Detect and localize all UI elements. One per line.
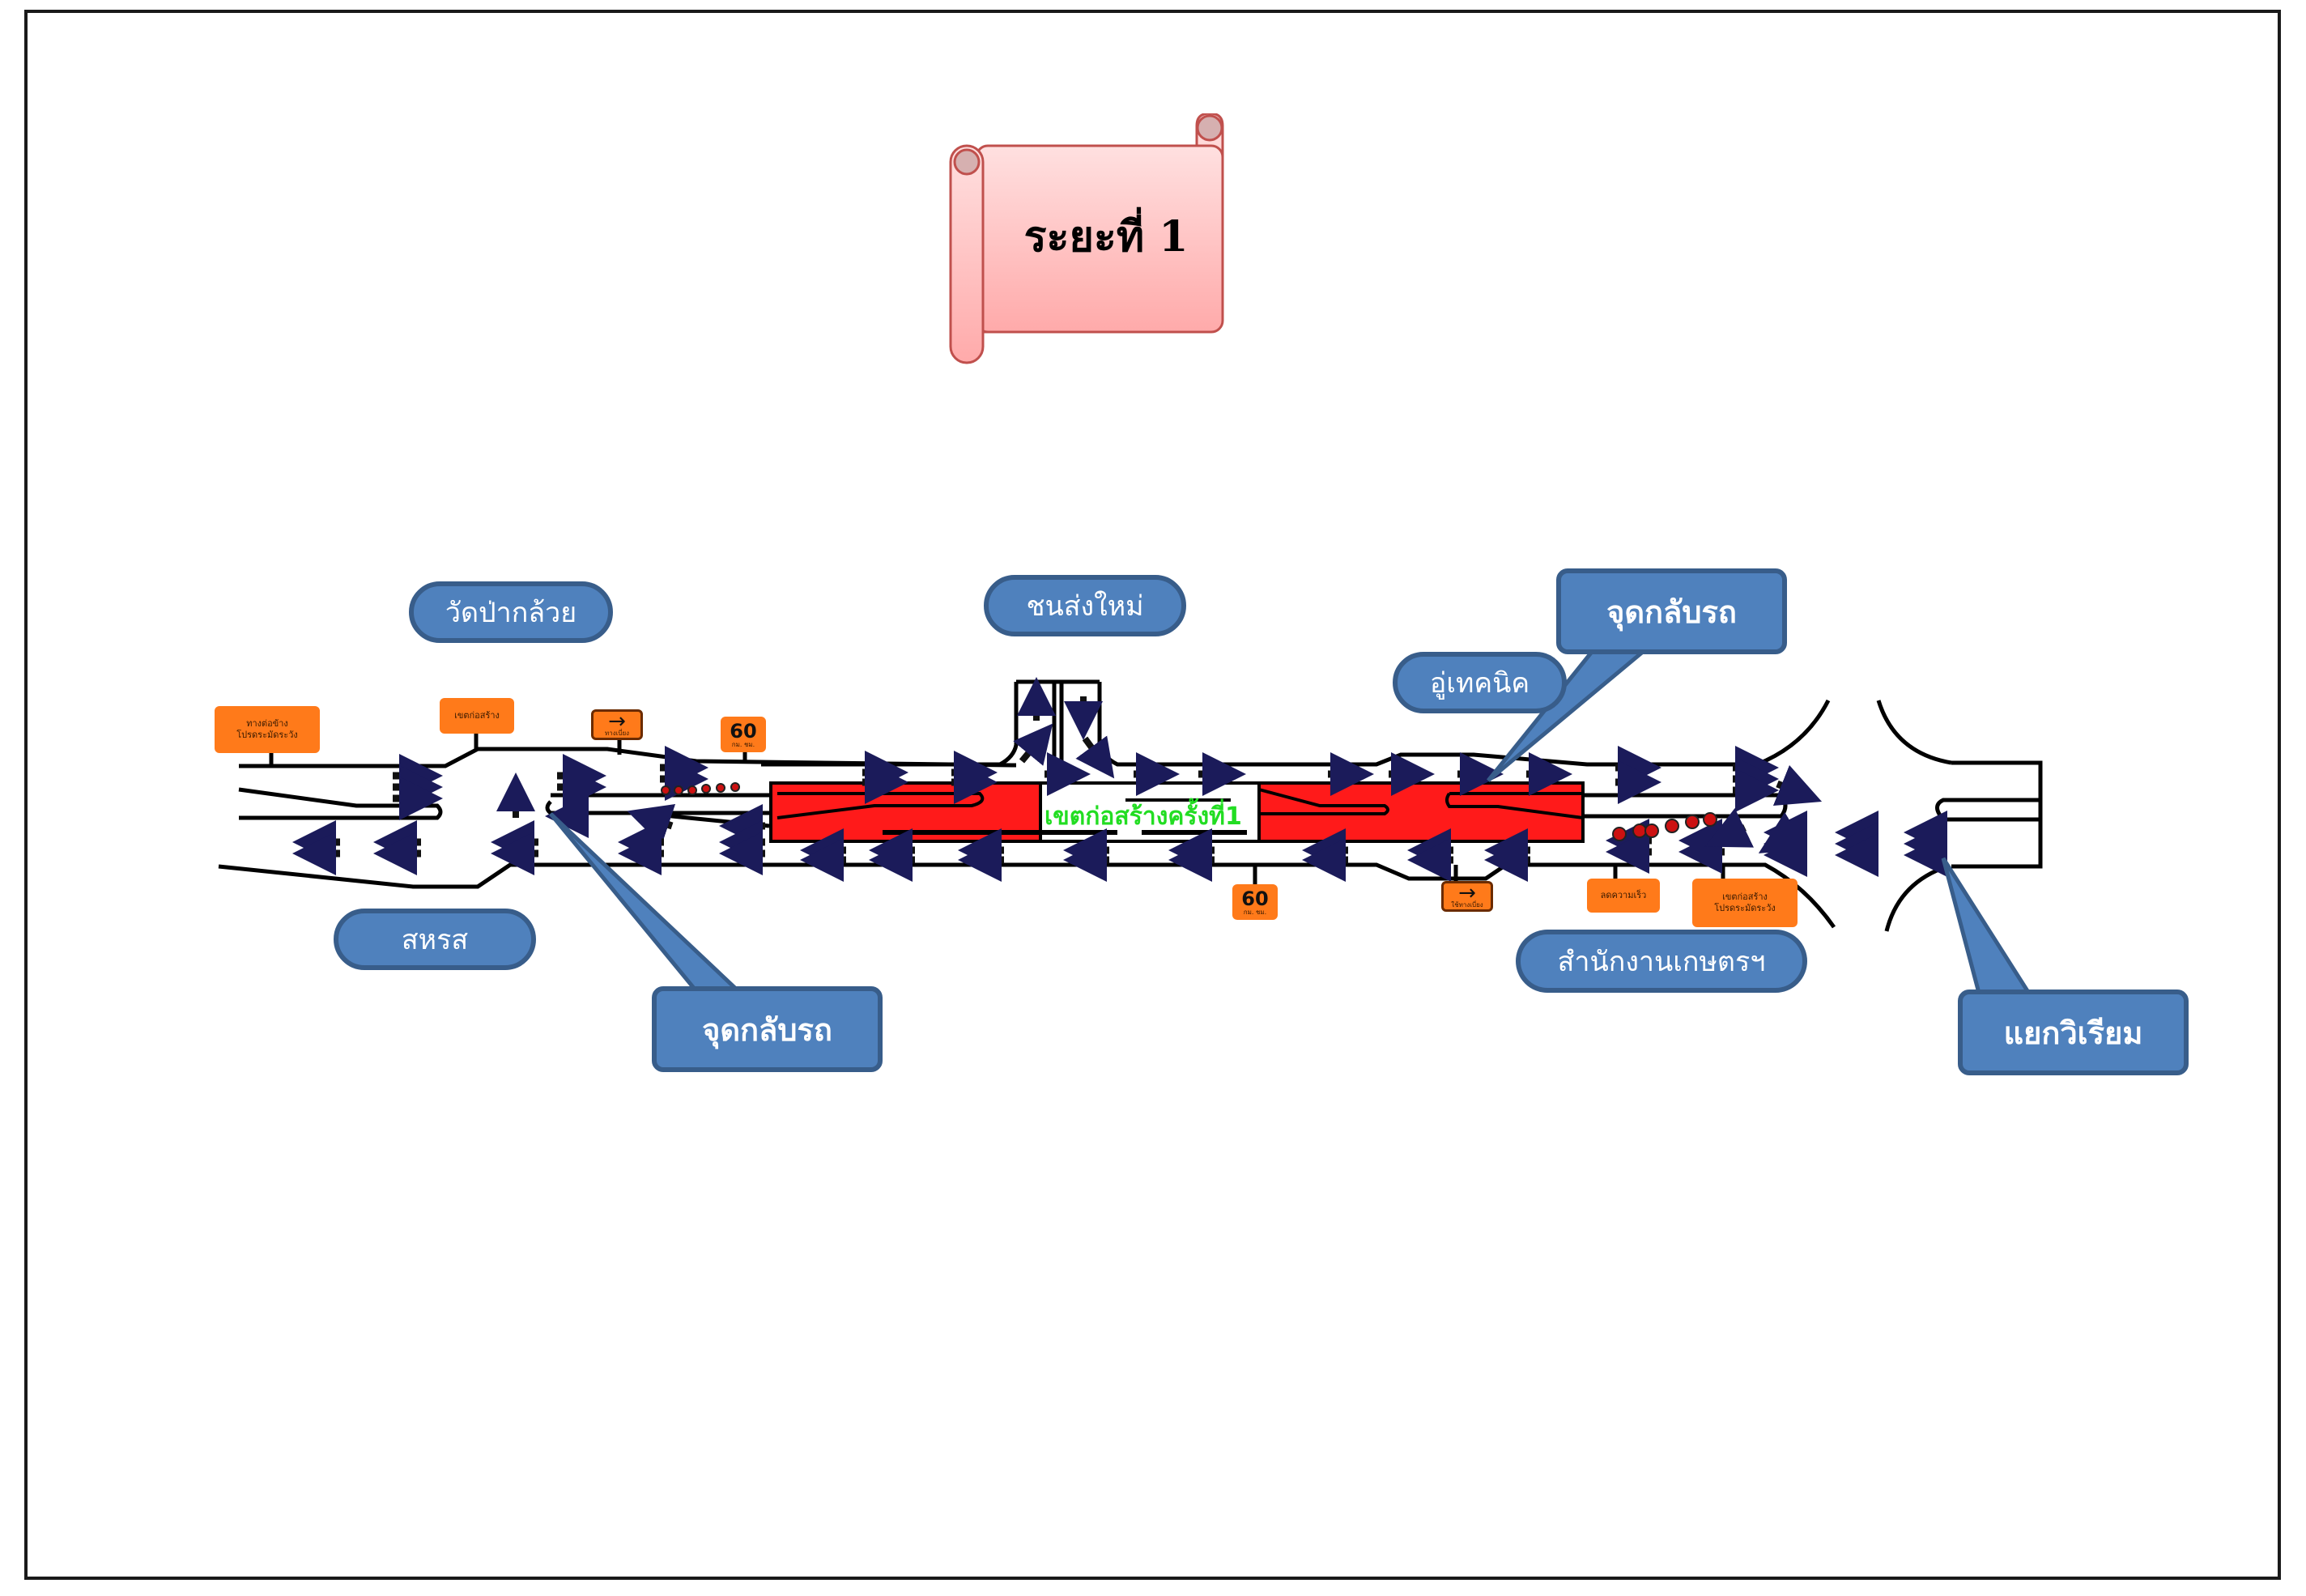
landmark-saharot: สหรส [334,909,536,970]
sign-text-line: ทางต่อข้าง [246,718,288,729]
traffic-cones [661,782,1717,841]
sign-speed-limit-bottom: 60 กม. ชม. [1232,884,1278,920]
traffic-arrows-east [393,746,1823,820]
traffic-arrows-west [292,794,1947,882]
sign-text-line: ทางเบี่ยง [604,729,630,737]
landmark-u-technic: อู่เทคนิค [1393,652,1567,713]
sign-text-line: โปรดระมัดระวัง [236,730,298,740]
sign-text-line: ลดความเร็ว [1600,890,1647,900]
sign-detour-bottom: → ใช้ทางเบี่ยง [1441,881,1493,912]
sign-text-line: โปรดระมัดระวัง [1714,903,1776,913]
speed-value: 60 [1241,887,1269,910]
title-scroll: ระยะที่ 1 [944,113,1236,369]
sign-slow-down: ลดความเร็ว [1587,879,1660,913]
speed-unit: กม. ชม. [731,740,755,748]
sign-detour-top: → ทางเบี่ยง [591,709,643,740]
page-border [24,10,2281,1580]
sign-caution-bottom: เขตก่อสร้าง โปรดระมัดระวัง [1692,879,1798,927]
callout-tail-wiriam [1941,857,2035,998]
landmark-agri-office: สำนักงานเกษตรฯ [1516,930,1807,993]
scroll-shape [949,113,1224,364]
callout-uturn-right: จุดกลับรถ [1556,568,1787,654]
arrow-right-icon: → [1458,880,1476,905]
sign-construction-top: เขตก่อสร้าง [440,698,514,734]
sign-caution-top-left: ทางต่อข้าง โปรดระมัดระวัง [215,706,320,753]
construction-zone-label: เขตก่อสร้างครั้งที่1 [1045,802,1242,831]
speed-value: 60 [730,719,757,743]
landmark-wat-pa-kluay: วัดป่ากล้วย [409,581,613,643]
speed-unit: กม. ชม. [1243,908,1267,916]
callout-uturn-left: จุดกลับรถ [652,986,883,1072]
callout-wiriam-junction: แยกวิเรียม [1958,990,2189,1075]
sign-text-line: เขตก่อสร้าง [1722,892,1768,902]
sign-text-line: เขตก่อสร้าง [454,710,500,721]
sign-speed-limit-top: 60 กม. ชม. [721,717,766,752]
arrow-right-icon: → [608,709,626,734]
sign-text-line: ใช้ทางเบี่ยง [1451,900,1483,909]
phase-title: ระยะที่ 1 [1023,212,1189,262]
traffic-arrows-vertical [496,677,1115,818]
landmark-chon-song-mai: ชนส่งใหม่ [984,575,1186,636]
